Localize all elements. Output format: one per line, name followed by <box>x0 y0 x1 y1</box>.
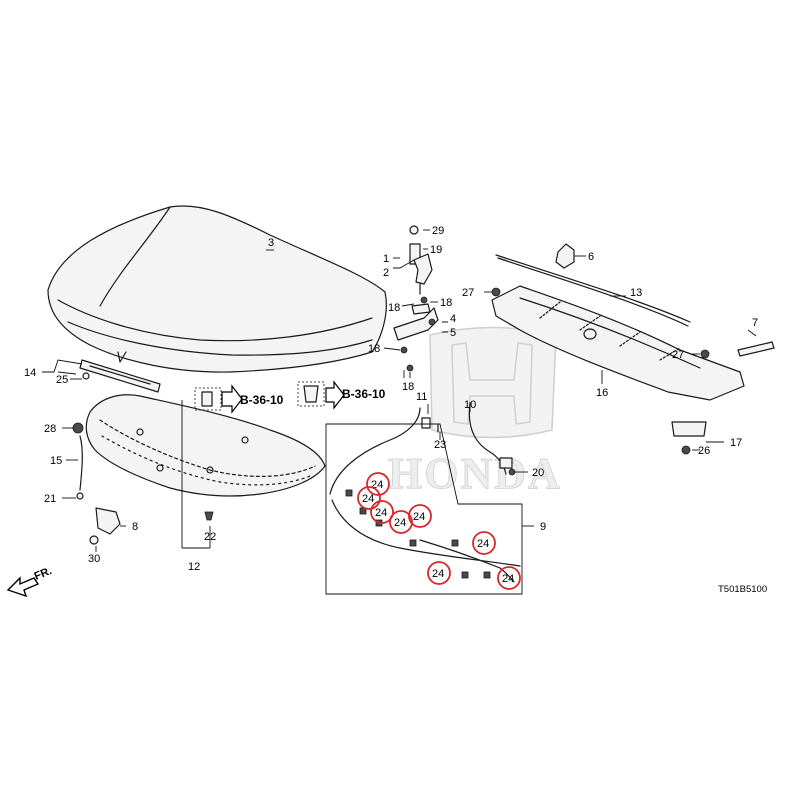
callout-1[interactable]: 1 <box>383 253 389 265</box>
hood-stay-part[interactable] <box>72 422 121 545</box>
callout-19[interactable]: 19 <box>430 244 442 256</box>
svg-text:24[interactable]: 24 <box>394 517 406 529</box>
callout-14[interactable]: 14 <box>24 367 36 379</box>
hood-part[interactable] <box>47 205 387 373</box>
clip-27b-part[interactable] <box>700 349 710 359</box>
callout-16[interactable]: 16 <box>596 387 608 399</box>
release-cable-part[interactable] <box>329 403 521 583</box>
svg-text:24[interactable]: 24 <box>413 511 425 523</box>
callout-28[interactable]: 28 <box>44 423 56 435</box>
group-bracket-12 <box>181 400 211 549</box>
callout-27b[interactable]: 27 <box>672 349 684 361</box>
svg-text:24[interactable]: 24 <box>375 507 387 519</box>
cowl-top-part[interactable] <box>491 285 745 401</box>
highlight-24-6[interactable]: 24 <box>472 531 496 555</box>
cowl-seal-part[interactable] <box>495 254 691 327</box>
clip-22-part[interactable] <box>204 511 214 521</box>
highlight-24-4[interactable]: 24 <box>389 510 413 534</box>
hood-seal-part[interactable] <box>79 359 161 393</box>
callout-18a[interactable]: 18 <box>388 302 400 314</box>
reference-box-2[interactable]: B-36-10 <box>297 380 386 410</box>
callout-2[interactable]: 2 <box>383 267 389 279</box>
svg-text:24[interactable]: 24 <box>362 493 374 505</box>
callout-8[interactable]: 8 <box>132 521 138 533</box>
callout-15[interactable]: 15 <box>50 455 62 467</box>
callout-22[interactable]: 22 <box>204 531 216 543</box>
callout-10[interactable]: 10 <box>464 399 476 411</box>
callout-20[interactable]: 20 <box>532 467 544 479</box>
front-direction-arrow: FR. <box>6 565 54 598</box>
svg-text:24[interactable]: 24 <box>371 479 383 491</box>
callout-11[interactable]: 11 <box>416 391 427 403</box>
highlight-24-3[interactable]: 24 <box>370 500 394 524</box>
callout-30[interactable]: 30 <box>88 553 100 565</box>
callout-18c[interactable]: 18 <box>368 343 380 355</box>
svg-text:24[interactable]: 24 <box>432 568 444 580</box>
watermark-logo: HONDA <box>388 326 562 498</box>
hood-latch-part[interactable] <box>409 225 433 295</box>
group-box-9 <box>325 423 523 595</box>
callout-3[interactable]: 3 <box>268 237 274 249</box>
highlight-24-5[interactable]: 24 <box>408 504 432 528</box>
leader-lines <box>42 229 757 552</box>
callout-18b[interactable]: 18 <box>440 297 452 309</box>
reference-box-1[interactable]: B-36-10 <box>194 384 284 414</box>
callout-23[interactable]: 23 <box>434 439 446 451</box>
callout-25[interactable]: 25 <box>56 374 68 386</box>
callout-17[interactable]: 17 <box>730 437 742 449</box>
callout-4[interactable]: 4 <box>450 313 456 325</box>
callout-7[interactable]: 7 <box>752 317 758 329</box>
bracket-6-part[interactable] <box>555 243 575 269</box>
diagram-code: T501B5100 <box>718 584 767 595</box>
callout-6[interactable]: 6 <box>588 251 594 263</box>
watermark-text: HONDA <box>388 449 562 498</box>
callout-29[interactable]: 29 <box>432 225 444 237</box>
clip-7-part[interactable] <box>737 341 775 357</box>
callout-26[interactable]: 26 <box>698 445 710 457</box>
highlight-24-8[interactable]: 24 <box>497 566 521 590</box>
svg-text:24[interactable]: 24 <box>502 573 514 585</box>
callout-labels: 3 1 2 29 19 18 18 4 5 18 18 6 13 7 27 27… <box>24 225 758 573</box>
hood-hinge-part[interactable] <box>393 296 439 372</box>
callout-21[interactable]: 21 <box>44 493 56 505</box>
clip-27a-part[interactable] <box>491 287 501 297</box>
front-label: FR. <box>33 565 54 583</box>
highlighted-callouts-24: 24 24 24 24 24 24 24 24 <box>357 472 521 590</box>
callout-13[interactable]: 13 <box>630 287 642 299</box>
callout-5[interactable]: 5 <box>450 327 456 339</box>
reference-label-2[interactable]: B-36-10 <box>342 387 386 401</box>
highlight-24-2[interactable]: 24 <box>357 486 381 510</box>
part-17[interactable] <box>671 421 707 455</box>
callout-12[interactable]: 12 <box>188 561 200 573</box>
hood-insulator-part[interactable] <box>85 394 326 497</box>
reference-label-1[interactable]: B-36-10 <box>240 393 284 407</box>
callout-18d[interactable]: 18 <box>402 381 414 393</box>
callout-27a[interactable]: 27 <box>462 287 474 299</box>
svg-text:24[interactable]: 24 <box>477 538 489 550</box>
callout-9[interactable]: 9 <box>540 521 546 533</box>
highlight-24-7[interactable]: 24 <box>427 561 451 585</box>
